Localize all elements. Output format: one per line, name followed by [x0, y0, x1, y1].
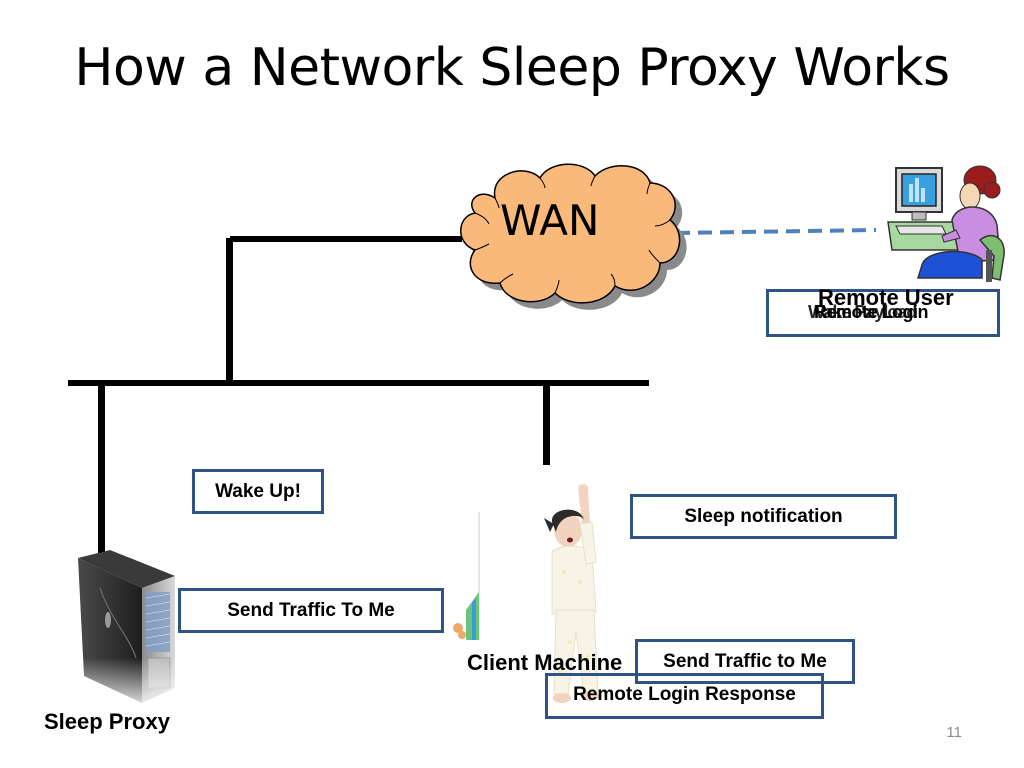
- remote-user-label: Remote User: [818, 285, 954, 310]
- wan-label: WAN: [500, 196, 600, 245]
- remote-user-icon: [887, 165, 1005, 282]
- wan-cloud-icon: [460, 163, 687, 310]
- wake-up-message: Wake Up!: [192, 469, 324, 514]
- sleep-notification-message: Sleep notification: [630, 494, 897, 539]
- remote-box-text-wake-payload: Wake Payload: [808, 302, 917, 322]
- remote-login-response-message: Remote Login Response: [545, 673, 824, 719]
- lan-bus: [68, 380, 649, 386]
- client-drop-line: [543, 383, 550, 465]
- sleep-proxy-server-icon: [70, 550, 180, 713]
- decorative-clipart-fragment: [453, 512, 480, 640]
- wan-link-vertical: [226, 238, 233, 384]
- remote-dashed-link: [676, 228, 876, 235]
- proxy-drop-line: [98, 383, 105, 553]
- wan-link-horizontal: [230, 236, 462, 242]
- send-traffic-to-me-proxy-message: Send Traffic To Me: [178, 588, 444, 633]
- slide-title: How a Network Sleep Proxy Works: [74, 38, 950, 98]
- remote-user-box: [766, 289, 1000, 337]
- sleep-proxy-label: Sleep Proxy: [44, 709, 170, 734]
- page-number: 11: [946, 724, 962, 741]
- send-traffic-to-me-client-message: Send Traffic to Me: [635, 639, 855, 684]
- remote-box-text-remote-login: Remote Login: [814, 302, 929, 322]
- client-machine-label: Client Machine: [467, 650, 623, 675]
